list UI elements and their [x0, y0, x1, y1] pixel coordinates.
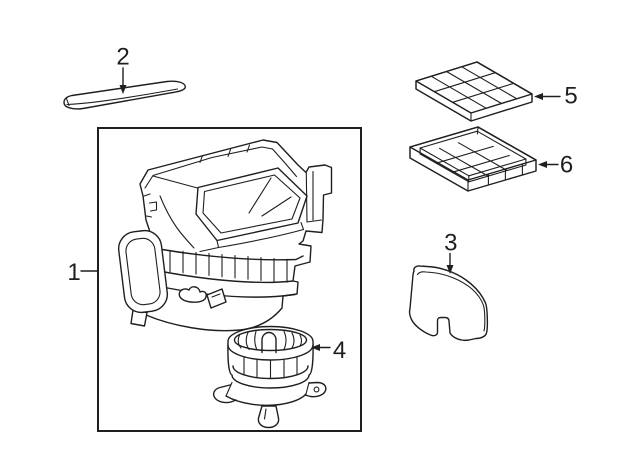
callout-5: 5	[534, 83, 578, 110]
callout-3: 3	[444, 230, 457, 274]
callout-4: 4	[311, 337, 346, 364]
inlet-ring-drawing	[117, 229, 169, 327]
callout-6-label: 6	[560, 152, 573, 179]
callout-4-arrowhead	[311, 344, 320, 351]
callout-3-arrowhead	[446, 265, 454, 274]
callout-5-label: 5	[564, 83, 577, 110]
callout-1: 1	[67, 259, 99, 286]
callout-5-arrowhead	[534, 93, 543, 100]
callout-2-label: 2	[116, 44, 129, 71]
part-3-cover-drawing	[408, 265, 489, 342]
blower-assembly-drawing	[139, 139, 333, 332]
part-6-filter-case-drawing	[409, 126, 537, 192]
part-1-boundary-box	[97, 127, 362, 432]
callout-3-label: 3	[444, 230, 457, 257]
part-4-blower-motor-drawing	[212, 325, 327, 429]
callout-6-arrowhead	[538, 161, 547, 168]
callout-1-label: 1	[67, 259, 80, 286]
callout-2: 2	[116, 44, 130, 94]
part-2-seal-strip-drawing	[63, 80, 186, 110]
callout-2-arrowhead	[119, 85, 127, 94]
part-5-filter-element-drawing	[415, 61, 533, 122]
callout-4-label: 4	[333, 337, 346, 364]
callout-6: 6	[538, 152, 573, 179]
